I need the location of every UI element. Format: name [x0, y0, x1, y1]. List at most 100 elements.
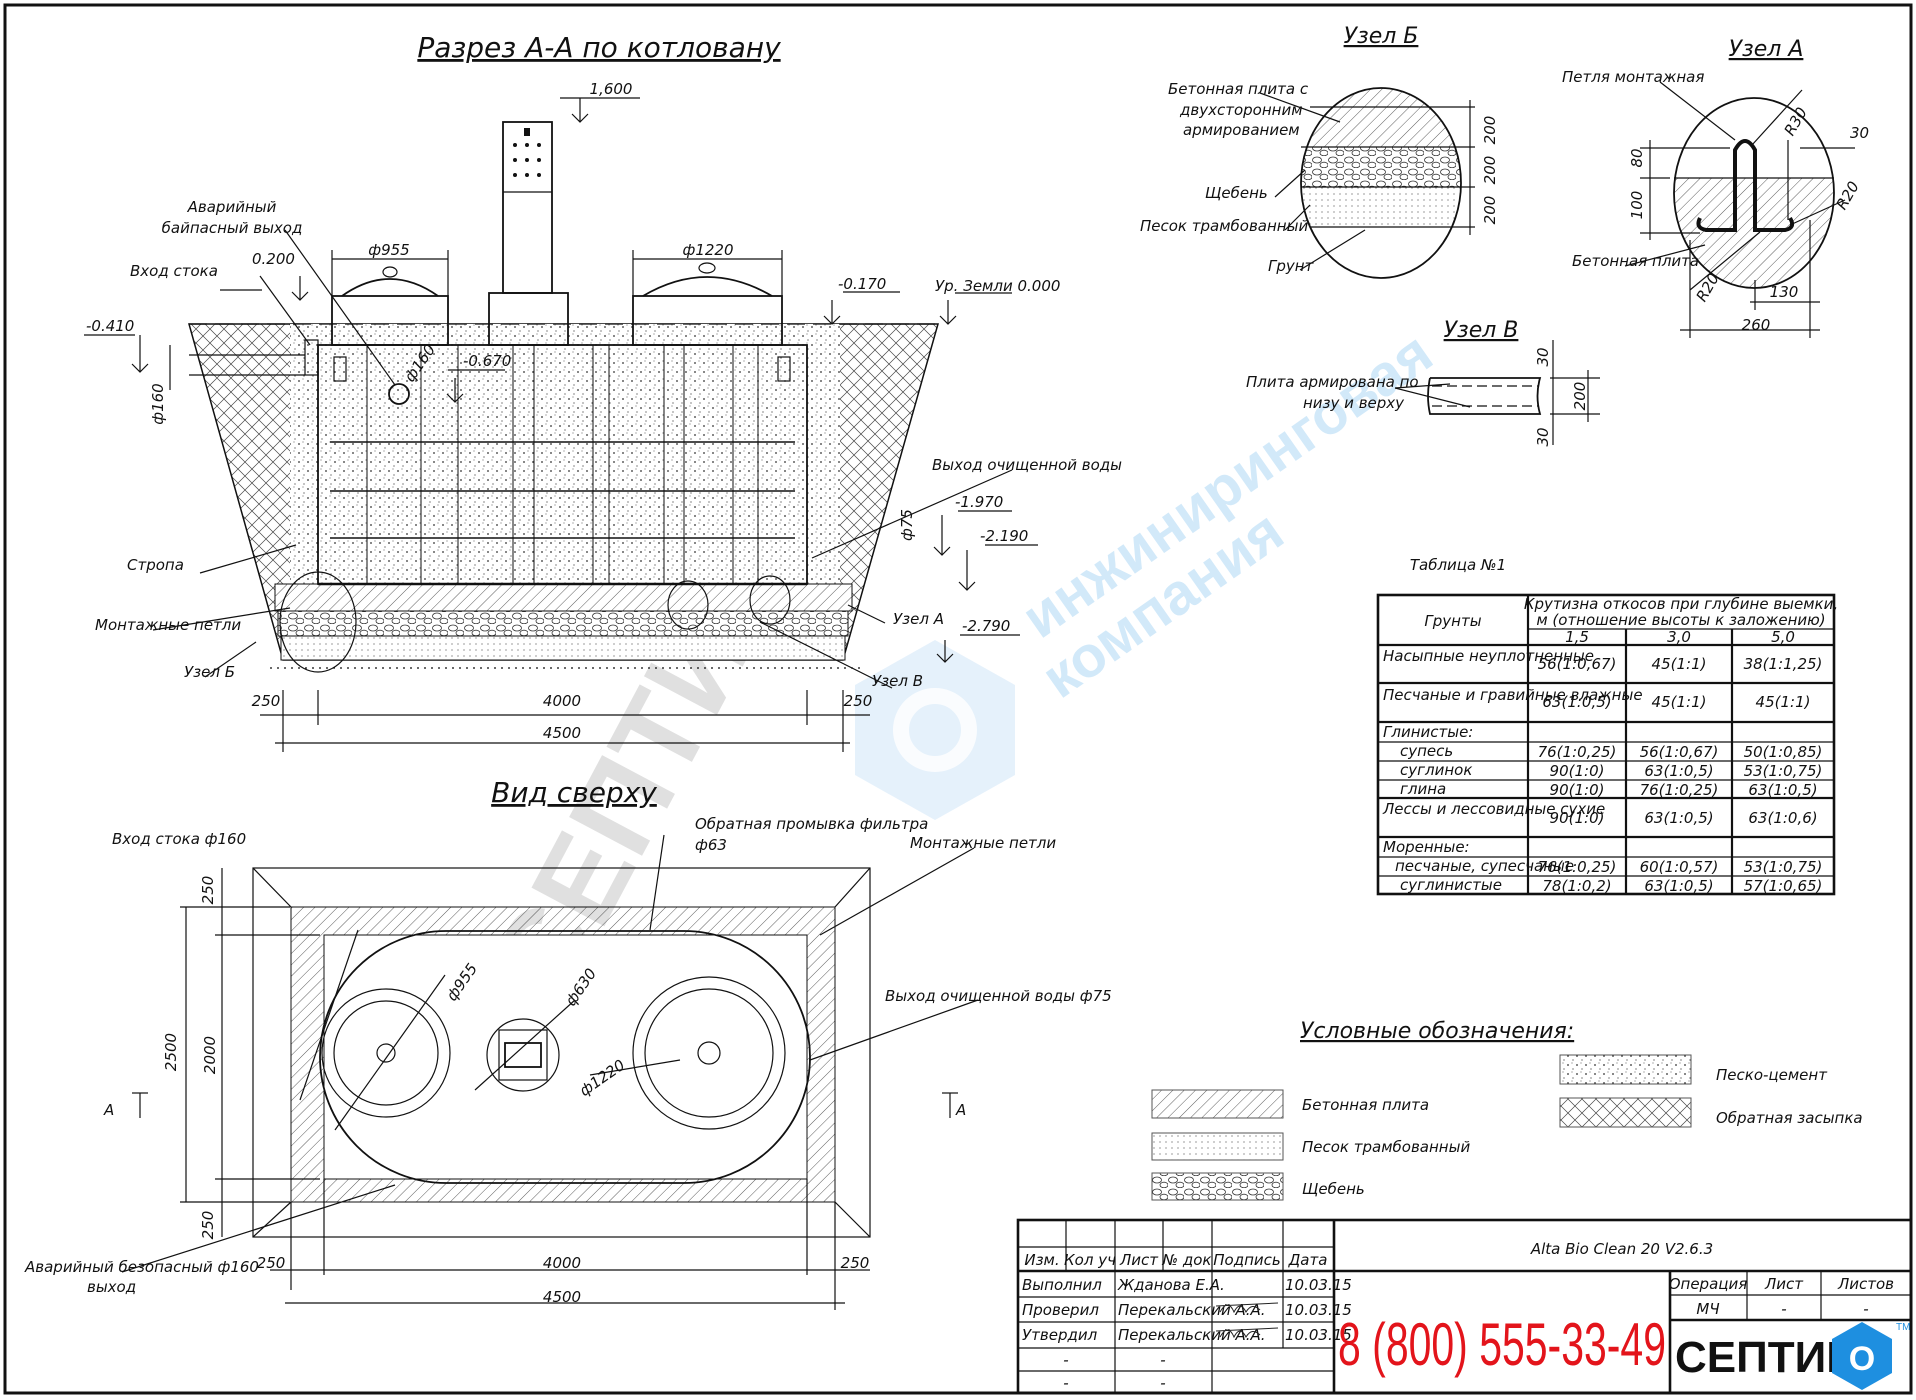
- svg-text:-2.790: -2.790: [962, 617, 1010, 635]
- node-b-detail: Узел Б Бетонная плита с двухсторонним ар…: [1140, 24, 1499, 279]
- svg-text:Выход очищенной воды: Выход очищенной воды: [932, 456, 1122, 474]
- svg-text:Разрез А-А по котловану: Разрез А-А по котловану: [417, 31, 781, 64]
- svg-text:90(1:0): 90(1:0): [1550, 762, 1605, 780]
- svg-text:-0.410: -0.410: [86, 317, 134, 335]
- svg-text:Щебень: Щебень: [1205, 184, 1268, 202]
- slope-table: Таблица №1 Грунты Крутизна откосов при г…: [1376, 556, 1838, 896]
- svg-text:45(1:1): 45(1:1): [1756, 693, 1811, 711]
- septik-logo: СЕПТИК О TM: [1675, 1322, 1910, 1390]
- svg-text:Изм.: Изм.: [1024, 1251, 1059, 1269]
- svg-text:Alta Bio Clean 20 V2.6.3: Alta Bio Clean 20 V2.6.3: [1530, 1240, 1713, 1258]
- svg-text:250: 250: [199, 876, 217, 905]
- svg-text:Песко-цемент: Песко-цемент: [1716, 1066, 1828, 1084]
- manhole-right-top: [632, 976, 786, 1130]
- svg-text:90(1:0): 90(1:0): [1550, 809, 1605, 827]
- svg-text:Утвердил: Утвердил: [1022, 1326, 1098, 1344]
- watermark-hex-logo: [855, 640, 1015, 820]
- svg-text:Жданова Е.А.: Жданова Е.А.: [1117, 1276, 1225, 1294]
- svg-text:-0.670: -0.670: [463, 352, 511, 370]
- sheet-border: [3, 3, 1913, 1395]
- svg-text:песчаные, супесчаные: песчаные, супесчаные: [1395, 857, 1574, 875]
- svg-text:армированием: армированием: [1183, 121, 1300, 139]
- svg-text:-: -: [1863, 1300, 1868, 1318]
- svg-text:СЕПТИК: СЕПТИК: [1675, 1333, 1853, 1382]
- svg-text:Условные обозначения:: Условные обозначения:: [1300, 1019, 1574, 1044]
- legend-swatch-sand-cement: [1559, 1054, 1692, 1085]
- svg-text:-1.970: -1.970: [955, 493, 1003, 511]
- svg-text:А: А: [955, 1101, 966, 1119]
- svg-text:ф1220: ф1220: [683, 241, 734, 259]
- svg-text:Грунты: Грунты: [1424, 612, 1481, 630]
- svg-text:30: 30: [1534, 427, 1552, 446]
- svg-text:76(1:0,25): 76(1:0,25): [1640, 781, 1719, 799]
- legend: Условные обозначения: Бетонная плита Пес…: [1151, 1019, 1863, 1201]
- manhole-left-top: [321, 988, 451, 1118]
- svg-text:63(1:0,5): 63(1:0,5): [1748, 781, 1817, 799]
- svg-text:Аварийный: Аварийный: [187, 198, 277, 216]
- svg-text:250: 250: [844, 692, 873, 710]
- svg-text:200: 200: [1571, 382, 1589, 411]
- svg-text:Таблица №1: Таблица №1: [1410, 556, 1506, 574]
- svg-text:глина: глина: [1400, 780, 1446, 798]
- svg-text:суглинок: суглинок: [1400, 761, 1472, 779]
- svg-text:Лист: Лист: [1119, 1251, 1159, 1269]
- tank-outline: [319, 930, 811, 1184]
- svg-text:Вход стока ф160: Вход стока ф160: [112, 830, 246, 848]
- svg-text:TM: TM: [1896, 1322, 1910, 1333]
- section-view: Разрез А-А по котловану: [84, 31, 1122, 752]
- svg-text:130: 130: [1770, 283, 1799, 301]
- svg-text:63(1:0,6): 63(1:0,6): [1748, 809, 1817, 827]
- svg-text:Бетонная плита: Бетонная плита: [1572, 252, 1699, 270]
- svg-text:260: 260: [1742, 316, 1771, 334]
- mounting-loop: [1696, 139, 1795, 232]
- svg-text:Стропа: Стропа: [127, 556, 184, 574]
- svg-text:Лессы и лессовидные сухие: Лессы и лессовидные сухие: [1382, 800, 1605, 818]
- svg-text:10.03.15: 10.03.15: [1285, 1276, 1352, 1294]
- manhole-right: [632, 262, 783, 346]
- table-rows: Насыпные неуплотненные Песчаные и гравий…: [1382, 647, 1822, 895]
- svg-text:30: 30: [1534, 347, 1552, 366]
- svg-text:200: 200: [1481, 196, 1499, 225]
- svg-text:О: О: [1849, 1340, 1875, 1378]
- svg-text:выход: выход: [87, 1278, 136, 1296]
- svg-text:63(1:0,5): 63(1:0,5): [1644, 809, 1713, 827]
- svg-text:№ док: № док: [1162, 1251, 1212, 1269]
- svg-text:ф75: ф75: [898, 509, 916, 541]
- svg-text:Обратная засыпка: Обратная засыпка: [1716, 1109, 1863, 1127]
- svg-text:0.200: 0.200: [252, 250, 295, 268]
- svg-text:-: -: [1160, 1374, 1165, 1392]
- svg-text:Ур. Земли 0.000: Ур. Земли 0.000: [935, 277, 1060, 295]
- svg-text:Узел Б: Узел Б: [184, 663, 235, 681]
- inlet-pipe: [304, 339, 319, 376]
- svg-text:Обратная промывка фильтра: Обратная промывка фильтра: [695, 815, 928, 833]
- svg-text:Узел А: Узел А: [893, 610, 944, 628]
- svg-text:Перекальский А.А.: Перекальский А.А.: [1118, 1301, 1266, 1319]
- svg-text:63(1:0,5): 63(1:0,5): [1644, 877, 1713, 895]
- svg-text:4000: 4000: [543, 692, 581, 710]
- svg-text:80: 80: [1628, 148, 1646, 167]
- svg-text:Вид сверху: Вид сверху: [491, 776, 657, 809]
- svg-text:Узел В: Узел В: [1444, 318, 1519, 343]
- svg-text:Выполнил: Выполнил: [1022, 1276, 1102, 1294]
- svg-text:Глинистые:: Глинистые:: [1383, 723, 1473, 741]
- svg-text:Бетонная плита: Бетонная плита: [1302, 1096, 1429, 1114]
- title-block: Изм. Кол уч Лист № док Подпись Дата Выпо…: [1016, 1218, 1913, 1395]
- svg-text:Выход очищенной воды ф75: Выход очищенной воды ф75: [885, 987, 1112, 1005]
- svg-text:56(1:0,67): 56(1:0,67): [1538, 655, 1617, 673]
- svg-text:Плита армирована по: Плита армирована по: [1246, 373, 1419, 391]
- svg-text:двухсторонним: двухсторонним: [1179, 101, 1303, 119]
- svg-text:200: 200: [1481, 156, 1499, 185]
- svg-text:63(1:0,5): 63(1:0,5): [1542, 693, 1611, 711]
- svg-text:Листов: Листов: [1837, 1275, 1894, 1293]
- svg-text:2000: 2000: [201, 1036, 219, 1074]
- svg-text:Бетонная плита с: Бетонная плита с: [1168, 80, 1309, 98]
- svg-text:Узел В: Узел В: [872, 672, 923, 690]
- svg-text:-0.170: -0.170: [838, 275, 886, 293]
- svg-text:30: 30: [1850, 124, 1869, 142]
- top-view: Вид сверху Вход стока ф160: [24, 776, 1112, 1310]
- control-column: [488, 121, 569, 346]
- svg-text:2500: 2500: [162, 1033, 180, 1071]
- svg-text:57(1:0,65): 57(1:0,65): [1744, 877, 1823, 895]
- legend-swatch-sand: [1151, 1132, 1284, 1161]
